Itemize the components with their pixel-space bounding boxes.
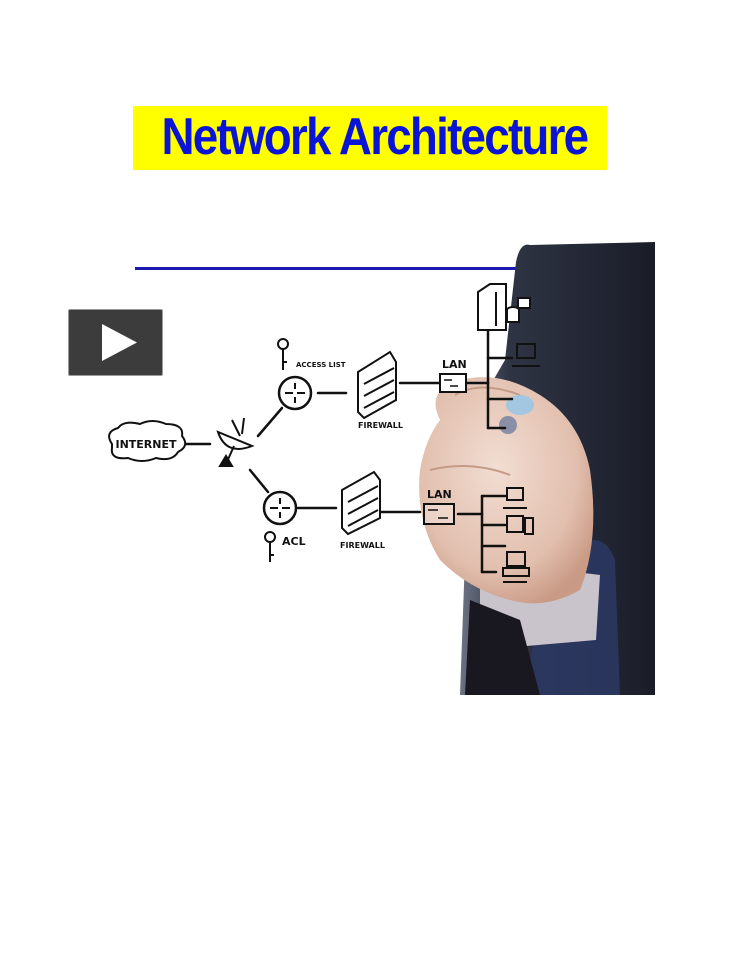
play-button[interactable] bbox=[68, 309, 163, 376]
acl-label: ACL bbox=[282, 535, 306, 548]
title-underline bbox=[135, 267, 605, 270]
lan-label: LAN bbox=[427, 488, 452, 501]
satellite-dish-icon bbox=[216, 417, 255, 467]
lan-label: LAN bbox=[442, 358, 467, 371]
server-icon bbox=[477, 283, 531, 331]
svg-text:INTERNET: INTERNET bbox=[115, 438, 177, 451]
firewall-icon bbox=[341, 470, 381, 536]
key-icon bbox=[264, 531, 276, 562]
video-thumbnail[interactable]: INTERNET ACCESS LIST bbox=[60, 240, 660, 700]
firewall-icon bbox=[357, 350, 397, 420]
router-icon bbox=[262, 490, 298, 526]
firewall-label: FIREWALL bbox=[358, 421, 403, 430]
internet-cloud-icon: INTERNET bbox=[108, 420, 187, 462]
lan-switch-icon bbox=[439, 373, 467, 393]
page-title-banner: Network Architecture bbox=[133, 106, 607, 270]
firewall-label: FIREWALL bbox=[340, 541, 385, 550]
lan-switch-icon bbox=[423, 503, 455, 525]
page-title: Network Architecture bbox=[161, 108, 589, 166]
diagram-links bbox=[184, 328, 514, 574]
play-icon bbox=[102, 324, 137, 361]
router-icon bbox=[277, 375, 313, 411]
computer-icon bbox=[502, 343, 540, 583]
key-icon bbox=[277, 338, 289, 370]
network-diagram-illustration: INTERNET ACCESS LIST bbox=[108, 242, 655, 695]
access-list-label: ACCESS LIST bbox=[296, 361, 346, 369]
